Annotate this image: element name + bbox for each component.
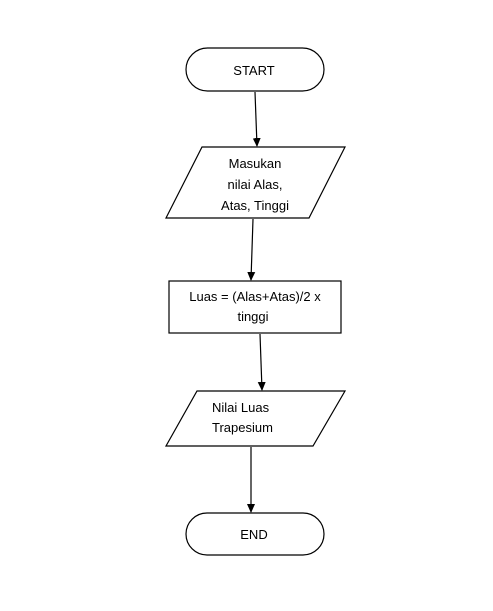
process-label-line-2: tinggi	[237, 309, 268, 324]
input-shape	[165, 146, 346, 219]
end-terminator: END	[185, 512, 325, 556]
start-label: START	[233, 63, 274, 78]
input-label-line-1: Masukan	[229, 156, 282, 171]
process-label-line-1: Luas = (Alas+Atas)/2 x	[189, 289, 321, 304]
output-shape	[164, 390, 347, 447]
process-shape	[168, 280, 342, 334]
arrow-process-to-output	[257, 333, 266, 391]
output-label-line-2: Trapesium	[212, 420, 273, 435]
output-node: Nilai Luas Trapesium	[164, 390, 347, 447]
start-terminator: START	[185, 47, 325, 92]
output-label-line-1: Nilai Luas	[212, 400, 270, 415]
input-node: Masukan nilai Alas, Atas, Tinggi	[165, 146, 346, 219]
arrow-input-to-process	[247, 218, 256, 281]
start-shape	[185, 47, 325, 92]
end-shape	[185, 512, 325, 556]
input-label-line-3: Atas, Tinggi	[221, 198, 289, 213]
arrow-start-to-input	[252, 91, 261, 147]
process-node: Luas = (Alas+Atas)/2 x tinggi	[168, 280, 342, 334]
end-label: END	[240, 527, 267, 542]
input-label-line-2: nilai Alas,	[228, 177, 283, 192]
